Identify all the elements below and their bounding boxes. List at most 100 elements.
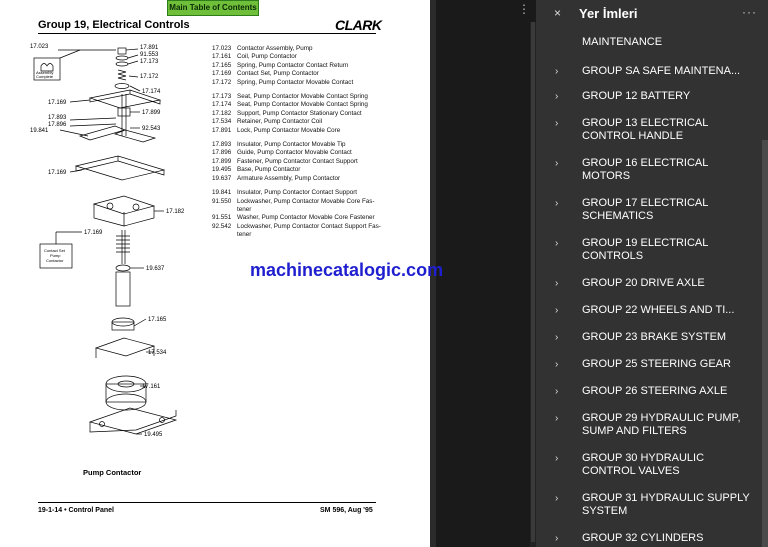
part-description: Insulator, Pump Contactor Movable Tip (237, 141, 346, 149)
callout-19-841: 19.841 (30, 128, 49, 134)
chevron-right-icon[interactable]: › (555, 305, 559, 316)
bookmarks-title: Yer İmleri (579, 6, 638, 21)
part-number: 17.172 (212, 78, 232, 86)
assembly-label: Assembly (36, 70, 53, 75)
footer-rule (38, 502, 376, 503)
bookmark-item[interactable]: › GROUP 32 CYLINDERS (536, 532, 768, 545)
parts-row: 17.891 Lock, Pump Contactor Movable Core (212, 127, 382, 135)
bookmark-item[interactable]: › GROUP 25 STEERING GEAR (536, 358, 768, 371)
part-description: Contact Set, Pump Contactor (237, 70, 319, 78)
chevron-right-icon[interactable]: › (555, 66, 559, 77)
part-number: 91.550 (212, 197, 232, 205)
chevron-right-icon[interactable]: › (555, 493, 559, 504)
part-number: 17.534 (212, 118, 232, 126)
chevron-right-icon[interactable]: › (555, 453, 559, 464)
assembly-label-box (33, 57, 61, 81)
part-description: Spring, Pump Contactor Contact Return (237, 61, 349, 69)
bookmark-label: GROUP 31 HYDRAULIC SUPPLY SYSTEM (582, 492, 750, 517)
bookmark-label: GROUP 25 STEERING GEAR (582, 358, 731, 370)
assembly-label-2: Complete (36, 74, 54, 79)
bookmark-item[interactable]: ›GROUP 22 WHEELS AND TI... (536, 304, 768, 317)
bookmark-item[interactable]: MAINTENANCE (536, 36, 768, 49)
callout-17-172: 17.172 (140, 74, 159, 80)
chevron-right-icon[interactable]: › (555, 118, 559, 129)
footer-manual-id: SM 596, Aug '95 (320, 507, 373, 514)
parts-row: 17.023 Contactor Assembly, Pump (212, 45, 382, 53)
part-description: Spring, Pump Contactor Movable Contact (237, 78, 354, 86)
bookmark-item[interactable]: ›GROUP 20 DRIVE AXLE (536, 277, 768, 290)
callout-17-169-b: 17.169 (48, 170, 67, 176)
bookmark-item[interactable]: ›GROUP 16 ELECTRICAL MOTORS (536, 157, 768, 183)
part-number: 92.542 (212, 222, 232, 230)
main-toc-button[interactable]: Main Table of Contents (167, 0, 259, 16)
chevron-right-icon[interactable]: › (555, 91, 559, 102)
callout-17-169-c: 17.169 (84, 230, 103, 236)
bookmark-item[interactable]: ›GROUP 12 BATTERY (536, 90, 768, 103)
more-options-icon[interactable]: ··· (742, 5, 757, 19)
part-description: Contactor Assembly, Pump (237, 45, 313, 52)
chevron-right-icon[interactable]: › (555, 158, 559, 169)
bookmark-label: GROUP 17 ELECTRICAL SCHEMATICS (582, 197, 708, 222)
exploded-parts-diagram: 17.023 17.891 91.553 17.173 17.172 17.17… (30, 44, 185, 438)
chevron-right-icon[interactable]: › (555, 413, 559, 424)
contact-set-label-3: Contactor (46, 258, 64, 263)
chevron-right-icon[interactable]: › (555, 238, 559, 249)
bookmark-label: GROUP 32 CYLINDERS (582, 532, 704, 544)
part-description: Lock, Pump Contactor Movable Core (237, 126, 341, 134)
viewer-scroll-thumb[interactable] (531, 22, 535, 542)
part-description: Seat, Pump Contactor Movable Contact Spr… (237, 93, 368, 101)
part-number: 17.165 (212, 61, 232, 69)
parts-row: 17.165 Spring, Pump Contactor Contact Ret… (212, 62, 382, 70)
bookmark-label: GROUP 26 STEERING AXLE (582, 385, 728, 397)
chevron-right-icon[interactable]: › (555, 278, 559, 289)
part-description: Insulator, Pump Contactor Contact Suppor… (237, 189, 358, 197)
bookmark-label: GROUP 30 HYDRAULIC CONTROL VALVES (582, 452, 705, 477)
part-number: 17.023 (212, 45, 232, 52)
part-number: 17.161 (212, 53, 232, 61)
viewer-scrollbar[interactable] (530, 22, 536, 547)
part-description: Lockwasher, Pump Contactor Movable Core … (237, 197, 375, 213)
part-number: 17.891 (212, 126, 232, 134)
bookmarks-header: × Yer İmleri ··· (536, 0, 768, 28)
chevron-right-icon[interactable]: › (555, 386, 559, 397)
callout-17-899: 17.899 (142, 110, 161, 116)
close-icon[interactable]: × (554, 6, 562, 20)
callout-17-182: 17.182 (166, 209, 185, 215)
part-description: Coil, Pump Contactor (237, 53, 297, 61)
bookmark-item[interactable]: ›GROUP SA SAFE MAINTENA... (536, 65, 768, 78)
callout-17-023: 17.023 (30, 44, 49, 50)
bookmark-item[interactable]: ›GROUP 13 ELECTRICAL CONTROL HANDLE (536, 117, 768, 143)
chevron-right-icon[interactable]: › (555, 359, 559, 370)
bookmark-item[interactable]: ›GROUP 23 BRAKE SYSTEM (536, 331, 768, 344)
chevron-right-icon[interactable]: › (555, 332, 559, 343)
part-description: Washer, Pump Contactor Movable Core Fast… (237, 214, 375, 222)
callout-17-896: 17.896 (48, 122, 67, 128)
bookmark-item[interactable]: ›GROUP 29 HYDRAULIC PUMP, SUMP AND FILTE… (536, 412, 768, 438)
chevron-right-icon[interactable]: › (555, 533, 559, 544)
bookmark-item[interactable]: › GROUP 30 HYDRAULIC CONTROL VALVES (536, 452, 768, 478)
part-number: 19.841 (212, 189, 232, 197)
bookmark-item[interactable]: ›GROUP 19 ELECTRICAL CONTROLS (536, 237, 768, 263)
footer-section: 19-1-14 • Control Panel (38, 507, 114, 514)
viewer-menu-icon[interactable]: ⋮ (518, 2, 530, 16)
chevron-right-icon[interactable]: › (555, 198, 559, 209)
bookmark-item[interactable]: › GROUP 31 HYDRAULIC SUPPLY SYSTEM (536, 492, 768, 518)
bookmark-item[interactable]: › GROUP 17 ELECTRICAL SCHEMATICS (536, 197, 768, 223)
part-description: Support, Pump Contactor Stationary Conta… (237, 109, 362, 117)
header-rule (38, 33, 376, 34)
page-title: Group 19, Electrical Controls (38, 19, 190, 31)
bookmark-item[interactable]: › GROUP 26 STEERING AXLE (536, 385, 768, 398)
parts-group: 17.023 Contactor Assembly, Pump 17.161 Coil… (212, 45, 382, 87)
panel-scrollbar[interactable] (762, 140, 768, 547)
parts-list: 17.023 Contactor Assembly, Pump 17.161 Coil… (212, 45, 382, 246)
